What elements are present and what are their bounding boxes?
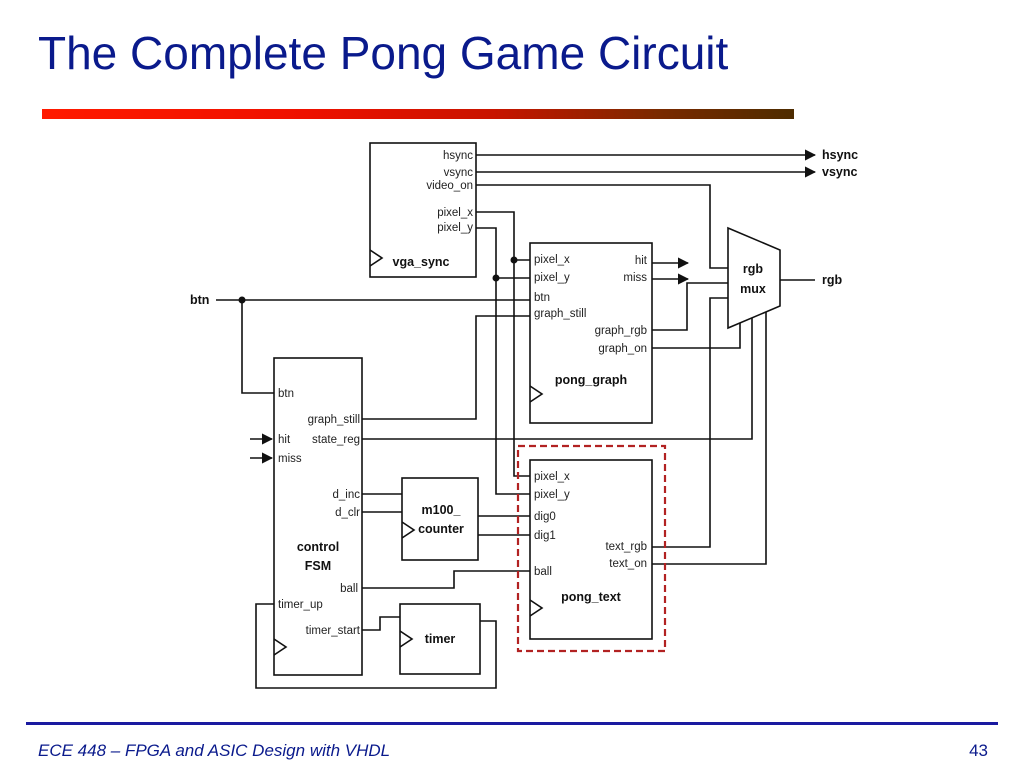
footer-divider (26, 722, 998, 725)
counter-label-1: m100_ (422, 503, 462, 517)
external-hsync-label: hsync (822, 148, 858, 162)
control-hit-port: hit (278, 434, 291, 446)
rgb-mux-block (727, 226, 781, 330)
wire-pixel-y-text (495, 278, 530, 495)
wire-state-reg (362, 316, 753, 440)
pong-graph-pixel-y-port: pixel_y (534, 272, 570, 284)
control-fsm-label-2: FSM (305, 559, 331, 573)
vga-sync-label: vga_sync (393, 255, 450, 269)
control-timer-up-port: timer_up (278, 599, 323, 611)
external-vsync-label: vsync (822, 165, 857, 179)
external-btn-label: btn (190, 293, 209, 307)
vga-sync-pixel-y-port: pixel_y (437, 222, 473, 234)
title-accent-bar (42, 109, 794, 119)
timer-clock-icon (399, 630, 414, 648)
pong-text-dig0-port: dig0 (534, 511, 556, 523)
pong-graph-miss-port: miss (623, 272, 647, 284)
pong-graph-block (529, 242, 653, 424)
pong-graph-graph-on-port: graph_on (598, 343, 647, 355)
junction-btn (238, 296, 246, 304)
control-fsm-label-1: control (297, 540, 339, 554)
counter-label-2: counter (418, 522, 464, 536)
wire-pixel-x-text (513, 260, 530, 477)
wire-pixel-y (476, 227, 530, 279)
timer-label: timer (425, 632, 456, 646)
pong-text-pixel-y-port: pixel_y (534, 489, 570, 501)
pong-graph-pixel-x-port: pixel_x (534, 254, 570, 266)
pong-text-text-rgb-port: text_rgb (605, 541, 647, 553)
vga-sync-video-on-port: video_on (426, 180, 473, 192)
wire-graph-rgb (652, 282, 728, 331)
rgb-mux-label-1: rgb (743, 262, 764, 276)
pong-text-label: pong_text (561, 590, 622, 604)
rgb-mux-label-2: mux (740, 282, 766, 296)
vga-sync-hsync-port: hsync (443, 150, 473, 162)
pong-graph-graph-rgb-port: graph_rgb (595, 325, 647, 337)
counter-block (401, 477, 479, 561)
pong-graph-label: pong_graph (555, 373, 627, 387)
control-miss-port: miss (278, 453, 302, 465)
vga-sync-clock-icon (369, 249, 384, 267)
control-d-clr-port: d_clr (335, 507, 360, 519)
wire-graph-still (362, 315, 530, 420)
wire-btn-control (241, 300, 274, 394)
pong-graph-btn-port: btn (534, 292, 550, 304)
pong-text-pixel-x-port: pixel_x (534, 471, 570, 483)
pong-graph-hit-port: hit (635, 255, 648, 267)
vga-sync-block (369, 142, 477, 278)
junction-pixel-x (510, 256, 518, 264)
pong-text-dig1-port: dig1 (534, 530, 556, 542)
wire-timer-start (362, 616, 400, 631)
control-state-reg-port: state_reg (312, 434, 360, 446)
slide-title: The Complete Pong Game Circuit (38, 27, 729, 79)
counter-clock-icon (401, 521, 416, 539)
control-fsm-clock-icon (273, 638, 288, 656)
footer-course-title: ECE 448 – FPGA and ASIC Design with VHDL (38, 741, 391, 760)
pong-text-clock-icon (529, 599, 544, 617)
vga-sync-pixel-x-port: pixel_x (437, 207, 473, 219)
wire-video-on (476, 184, 728, 269)
vga-sync-vsync-port: vsync (444, 167, 474, 179)
external-rgb-label: rgb (822, 273, 843, 287)
wire-pixel-x (476, 211, 530, 261)
wire-text-rgb (652, 297, 728, 548)
wire-ball (362, 570, 530, 589)
wire-graph-on (652, 322, 741, 349)
slide-page-number: 43 (969, 741, 988, 760)
wire-timer-up (255, 603, 497, 689)
pong-text-block (529, 459, 653, 640)
pong-text-ball-port: ball (534, 566, 552, 578)
control-timer-start-port: timer_start (306, 625, 361, 637)
control-fsm-block (273, 357, 363, 676)
control-btn-port: btn (278, 388, 294, 400)
control-ball-port: ball (340, 583, 358, 595)
pong-graph-clock-icon (529, 385, 544, 403)
junction-pixel-y (492, 274, 500, 282)
control-d-inc-port: d_inc (333, 489, 361, 501)
control-graph-still-port: graph_still (308, 414, 360, 426)
pong-graph-graph-still-port: graph_still (534, 308, 586, 320)
pong-text-text-on-port: text_on (609, 558, 647, 570)
wire-text-on (652, 310, 767, 565)
